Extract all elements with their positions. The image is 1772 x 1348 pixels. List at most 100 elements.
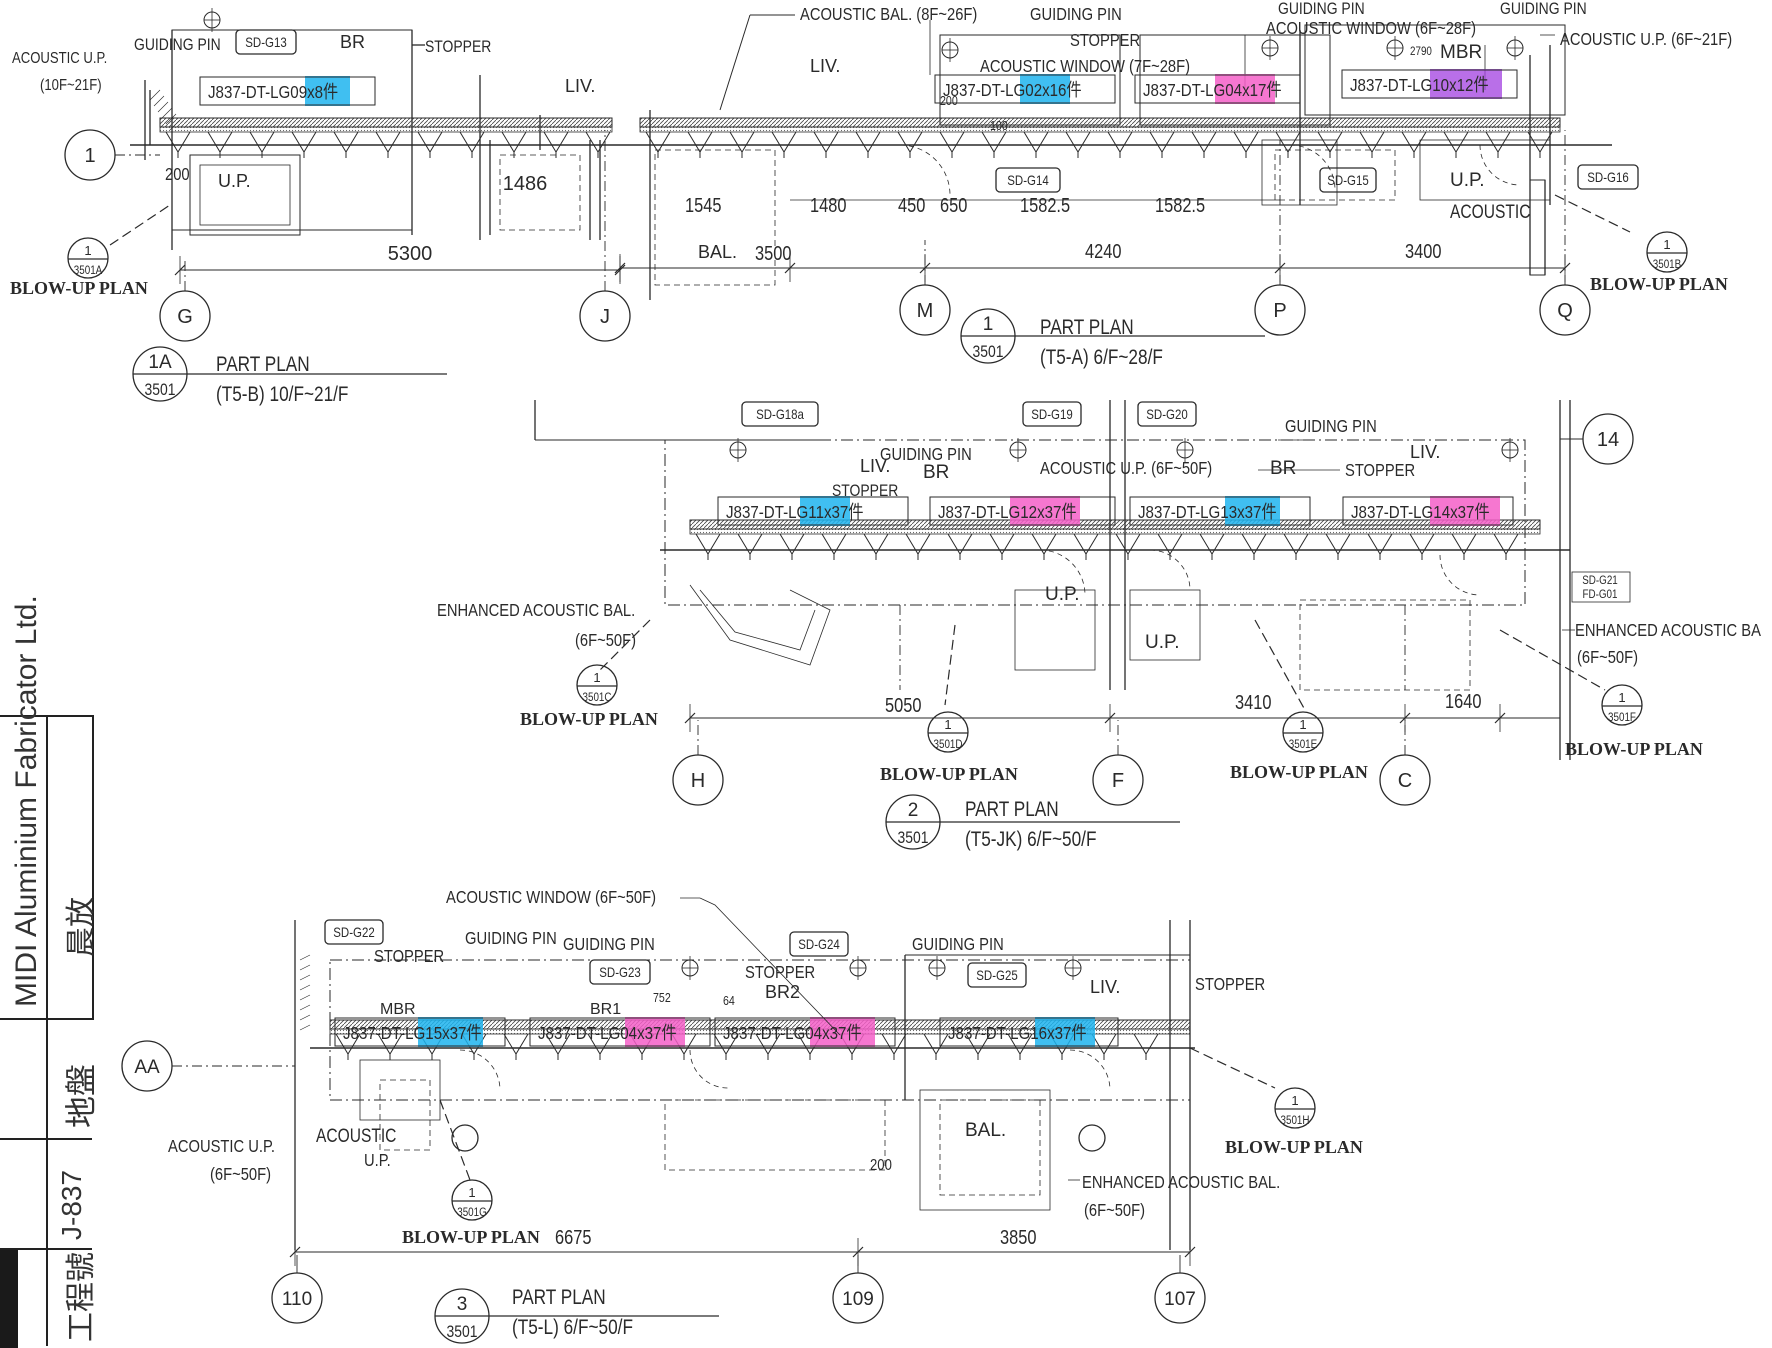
drawing-path (1409, 533, 1435, 555)
grid-label: 14 (1597, 429, 1619, 451)
blowup-label: BLOW-UP PLAN (880, 764, 1018, 784)
drawing-line (299, 974, 311, 981)
drawing-box (717, 496, 909, 526)
drawing-label: 1640 (1445, 689, 1481, 712)
drawing-path (1499, 629, 1606, 691)
drawing-path (729, 131, 755, 153)
highlight-mark (1430, 496, 1500, 526)
drawing-path (333, 131, 359, 153)
drawing-label: 450 (898, 193, 925, 216)
blowup-ref: 3501A (74, 264, 103, 277)
blowup-bubble (1646, 231, 1688, 273)
blowup-ref: 3501B (1653, 258, 1681, 271)
tag-code: LG13 (1200, 502, 1237, 523)
tag-prefix: J837-DT- (1138, 502, 1200, 523)
drawing-path (291, 131, 317, 153)
highlight-mark (625, 1017, 685, 1047)
tag-qty: x37件 (442, 1023, 481, 1044)
plan-title: PART PLAN (216, 354, 310, 377)
drawing-label: 2790 (1410, 45, 1432, 58)
drawing-box (639, 126, 1561, 133)
drawing-label: 1480 (810, 193, 846, 216)
project-label: 工程號 (65, 1252, 98, 1342)
drawing-line (169, 119, 181, 131)
drawing-path (689, 584, 831, 666)
drawing-label: 1545 (685, 193, 721, 216)
tag-prefix: J837-DT- (343, 1023, 405, 1044)
door-swing (1479, 144, 1521, 186)
drawing-path (1367, 533, 1393, 555)
blowup-ref: 3501D (934, 738, 963, 751)
drawing-label: GUIDING PIN (134, 36, 221, 55)
highlight-mark (800, 496, 850, 526)
drawing-label: ACOUSTIC U.P. (6F~21F) (1560, 30, 1732, 50)
drawing-label: 200 (165, 165, 190, 185)
drawing-label: GUIDING PIN (1500, 0, 1587, 18)
drawing-label: 3500 (755, 241, 791, 264)
drawing-box (741, 401, 819, 427)
drawing-path (1065, 131, 1091, 153)
drawing-box (334, 1017, 506, 1047)
tag-code: LG04 (600, 1023, 637, 1044)
drawing-path (439, 1099, 471, 1181)
drawing-path (981, 131, 1007, 153)
drawing-label: (6F~50F) (210, 1165, 271, 1185)
drawing-path (923, 1033, 949, 1055)
drawing-path (944, 624, 956, 706)
highlight-mark (418, 1017, 483, 1047)
tag-code: LG04 (785, 1023, 822, 1044)
drawing-label: STOPPER (374, 947, 444, 967)
grid-label: AA (134, 1057, 160, 1078)
blowup-num: 1 (1663, 237, 1670, 252)
drawing-box (967, 962, 1027, 988)
drawing-line (153, 95, 165, 107)
drawing-box (1129, 589, 1201, 661)
tag-label: J837-DT-LG04x37件 (538, 1023, 677, 1044)
sd-callout: SD-G23 (599, 964, 640, 980)
door-swing (1149, 549, 1191, 591)
drawing-path (699, 897, 841, 1036)
note-bubble (1078, 1124, 1106, 1152)
drawing-label: STOPPER (1195, 975, 1265, 995)
blowup-label: BLOW-UP PLAN (1565, 739, 1703, 759)
drawing-label: BAL. (698, 242, 737, 262)
blowup-bubble (451, 1179, 493, 1221)
tag-qty: x16件 (1042, 80, 1081, 101)
drawing-label: ACOUSTIC WINDOW (6F~50F) (446, 888, 656, 908)
drawing-line (299, 984, 311, 991)
blowup-ref: 3501H (1281, 1114, 1310, 1127)
drawing-label: BAL. (965, 1120, 1006, 1141)
drawing-path (501, 131, 527, 153)
sd-callout: SD-G24 (798, 936, 839, 952)
blowup-label: BLOW-UP PLAN (520, 709, 658, 729)
drawing-label: LIV. (860, 456, 890, 476)
grid-label: 109 (842, 1289, 874, 1310)
drawing-line (299, 1014, 311, 1021)
drawing-box (1274, 149, 1396, 201)
blowup-label: BLOW-UP PLAN (1230, 762, 1368, 782)
drawing-box (1341, 69, 1518, 99)
drawing-box (939, 34, 1121, 126)
drawing-box (1299, 599, 1471, 691)
tag-code: LG04 (1205, 80, 1242, 101)
drawing-box (324, 919, 384, 945)
drawing-label: GUIDING PIN (912, 935, 1004, 955)
tag-qty: x37件 (824, 502, 863, 523)
tag-label: J837-DT-LG11x37件 (726, 502, 863, 523)
tag-qty: x37件 (1450, 502, 1489, 523)
highlight-mark (1225, 496, 1280, 526)
drawing-path (1133, 1033, 1159, 1055)
tag-label: J837-DT-LG12x37件 (938, 502, 1077, 523)
site-value: 晨放 (65, 897, 98, 957)
drawing-path (1149, 131, 1175, 153)
blowup-num: 1 (1299, 717, 1306, 732)
drawing-box (1129, 496, 1311, 526)
drawing-path (905, 533, 931, 555)
drawing-label: STOPPER (1345, 461, 1415, 481)
tag-prefix: J837-DT- (1350, 75, 1412, 96)
plan-id: 1A (148, 352, 172, 373)
drawing-label: STOPPER (745, 963, 815, 983)
project-number: J-837 (56, 1169, 87, 1240)
sd-callout: SD-G25 (976, 967, 1017, 983)
